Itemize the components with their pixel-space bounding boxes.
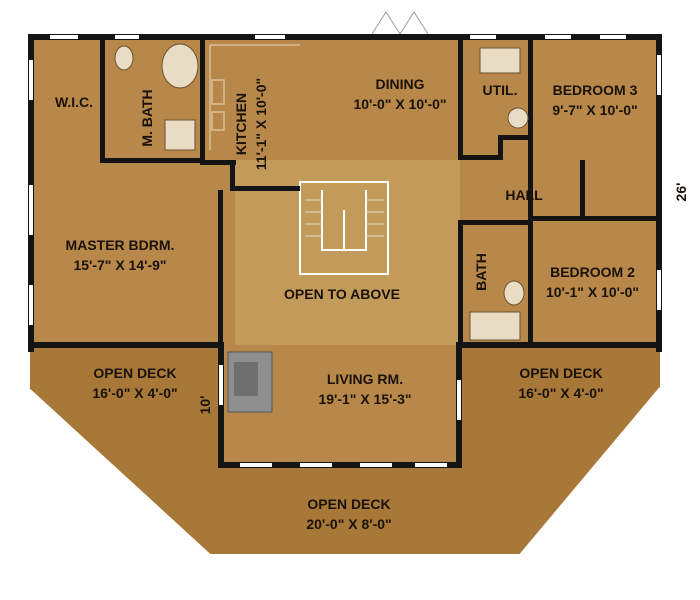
room-kitchen-name: KITCHEN [233, 92, 249, 156]
deck-edge [29, 387, 661, 556]
room-master: MASTER BDRM. 15'-7" X 14'-9" [45, 235, 195, 275]
room-deck-left-name: OPEN DECK [93, 365, 177, 381]
room-living-name: LIVING RM. [326, 371, 404, 387]
room-wic-name: W.I.C. [54, 94, 94, 110]
room-deck-right: OPEN DECK 16'-0" X 4'-0" [496, 363, 626, 403]
room-master-dims: 15'-7" X 14'-9" [73, 257, 167, 273]
room-dining-name: DINING [375, 76, 425, 92]
entry-door [371, 11, 429, 35]
room-mbath-name: M. BATH [139, 89, 155, 147]
room-hall: HALL [496, 185, 552, 205]
room-kitchen-dims: 11'-1" X 10'-0" [253, 77, 269, 171]
room-open-above: OPEN TO ABOVE [272, 284, 412, 304]
room-util-name: UTIL. [482, 82, 518, 98]
room-deck-right-name: OPEN DECK [519, 365, 603, 381]
room-deck-bottom: OPEN DECK 20'-0" X 8'-0" [284, 494, 414, 534]
room-wic: W.I.C. [44, 92, 104, 112]
room-bedroom3: BEDROOM 3 9'-7" X 10'-0" [535, 80, 655, 120]
stair-treads [305, 199, 384, 237]
room-open-above-name: OPEN TO ABOVE [284, 286, 400, 302]
room-deck-left: OPEN DECK 16'-0" X 4'-0" [70, 363, 200, 403]
room-living-dims: 19'-1" X 15'-3" [318, 391, 412, 407]
room-util: UTIL. [470, 80, 530, 100]
dimension-left-deck-value: 10' [197, 395, 213, 415]
fixtures [114, 43, 529, 341]
room-deck-bottom-dims: 20'-0" X 8'-0" [306, 516, 392, 532]
room-bedroom3-dims: 9'-7" X 10'-0" [552, 102, 638, 118]
room-bedroom2-dims: 10'-1" X 10'-0" [545, 284, 640, 300]
dimension-left-deck: 10' [195, 390, 215, 420]
room-master-name: MASTER BDRM. [65, 237, 175, 253]
room-bedroom2: BEDROOM 2 10'-1" X 10'-0" [530, 262, 655, 302]
room-deck-bottom-name: OPEN DECK [307, 496, 391, 512]
room-deck-right-dims: 16'-0" X 4'-0" [518, 385, 604, 401]
room-kitchen: KITCHEN 11'-1" X 10'-0" [231, 69, 271, 179]
room-living: LIVING RM. 19'-1" X 15'-3" [295, 369, 435, 409]
room-bath: BATH [471, 250, 491, 294]
room-dining: DINING 10'-0" X 10'-0" [345, 74, 455, 114]
room-bath-name: BATH [473, 253, 489, 291]
stair [299, 181, 389, 275]
interior-walls [100, 36, 660, 348]
room-deck-left-dims: 16'-0" X 4'-0" [92, 385, 178, 401]
windows [29, 35, 661, 467]
dimension-right-value: 26' [673, 182, 689, 202]
room-bedroom2-name: BEDROOM 2 [550, 264, 635, 280]
kitchen-counters [209, 44, 300, 150]
room-bedroom3-name: BEDROOM 3 [552, 82, 638, 98]
room-mbath: M. BATH [137, 78, 157, 158]
room-dining-dims: 10'-0" X 10'-0" [353, 96, 447, 112]
room-hall-name: HALL [505, 187, 543, 203]
dimension-right: 26' [671, 177, 691, 207]
fireplace-firebox [234, 362, 258, 396]
